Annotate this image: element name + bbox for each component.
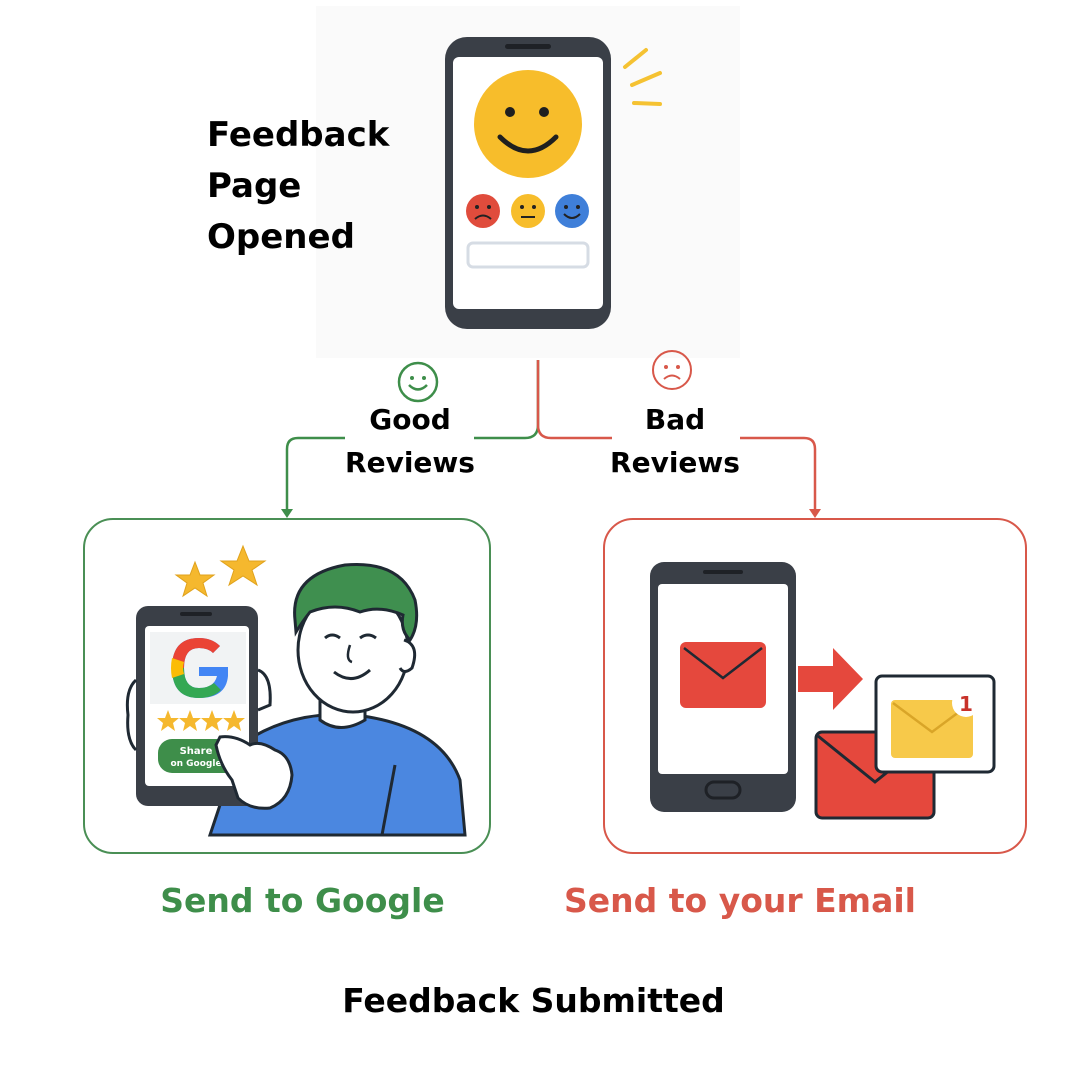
rating-stars xyxy=(157,710,245,731)
notification-count: 1 xyxy=(959,692,973,716)
email-illustration: 1 xyxy=(650,562,996,820)
feedback-page-opened-title: Feedback Page Opened xyxy=(207,115,390,257)
send-to-google-label: Send to Google xyxy=(160,881,445,920)
share-line1: Share xyxy=(180,746,213,757)
good-label-line1: Good xyxy=(369,403,451,436)
google-logo-icon xyxy=(150,632,246,704)
good-arrowhead-icon xyxy=(281,509,293,518)
sad-face-icon xyxy=(652,350,692,390)
good-reviews-label: Good Reviews xyxy=(340,398,480,484)
send-to-email-label: Send to your Email xyxy=(564,881,916,920)
envelope-icon xyxy=(680,642,766,708)
person-hair xyxy=(293,562,419,643)
bad-reviews-label: Bad Reviews xyxy=(600,398,750,484)
sparkle-lines-icon xyxy=(623,48,662,106)
google-review-illustration: Share on Google xyxy=(125,544,467,837)
arrow-right-icon xyxy=(798,648,863,710)
share-line2: on Google xyxy=(170,759,221,769)
bad-label-line2: Reviews xyxy=(610,446,740,479)
happy-face-icon xyxy=(397,361,439,403)
good-branch-line xyxy=(474,360,540,440)
feedback-phone-illustration xyxy=(445,37,611,329)
notification-badge xyxy=(952,689,980,717)
bad-label-line1: Bad xyxy=(644,403,706,436)
star-icon xyxy=(174,560,216,598)
bad-arrowhead-icon xyxy=(809,509,821,518)
star-icon xyxy=(219,544,267,587)
good-label-line2: Reviews xyxy=(345,446,475,479)
bad-branch-line xyxy=(536,360,612,440)
feedback-submitted-title: Feedback Submitted xyxy=(342,981,725,1020)
